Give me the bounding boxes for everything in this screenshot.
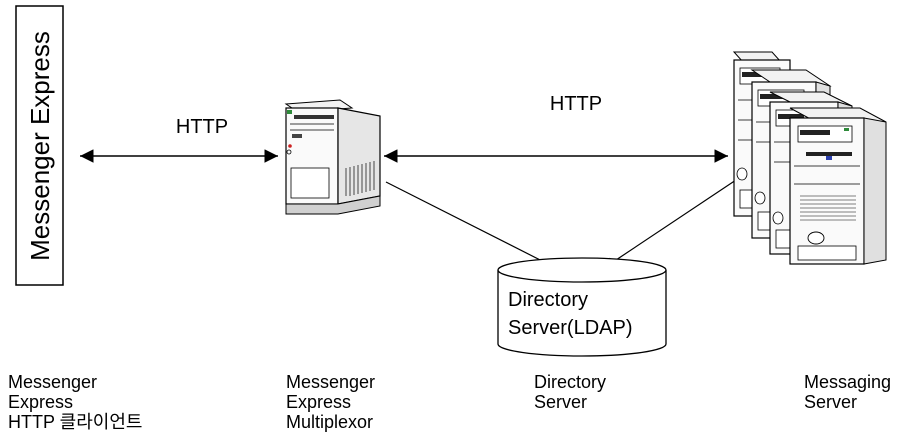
directory-cylinder-line2: Server(LDAP) [508, 317, 632, 339]
caption-line: HTTP 클라이언트 [8, 412, 143, 432]
caption-line: Multiplexor [286, 412, 374, 432]
http-label-left: HTTP [176, 116, 228, 138]
http-link-left: HTTP [80, 116, 278, 163]
server-unit-4 [789, 107, 887, 265]
caption-client: Messenger Express HTTP 클라이언트 [8, 372, 142, 432]
caption-line: Directory [534, 372, 607, 392]
caption-line: Messenger [286, 372, 376, 392]
caption-line: Messenger [8, 372, 98, 392]
server-stack-icon [732, 51, 887, 265]
caption-directory: Directory Server [534, 372, 606, 412]
ldap-link-multiplexor [385, 181, 557, 269]
caption-line: Server [534, 392, 588, 412]
caption-line: Server [804, 392, 858, 412]
caption-line: Express [286, 392, 352, 412]
http-link-right: HTTP [384, 93, 728, 163]
caption-multiplexor: Messenger Express Multiplexor [286, 372, 375, 432]
server-tower-icon [284, 99, 381, 215]
ldap-link-messaging [603, 175, 743, 269]
caption-line: Messaging [804, 372, 892, 392]
http-label-right: HTTP [550, 93, 602, 115]
caption-messaging: Messaging Server [804, 372, 891, 412]
client-box-label: Messenger Express [25, 31, 55, 261]
directory-cylinder-line1: Directory [508, 289, 588, 311]
client-box: Messenger Express [15, 5, 64, 286]
database-cylinder-icon: Directory Server(LDAP) [497, 257, 667, 357]
caption-line: Express [8, 392, 74, 412]
